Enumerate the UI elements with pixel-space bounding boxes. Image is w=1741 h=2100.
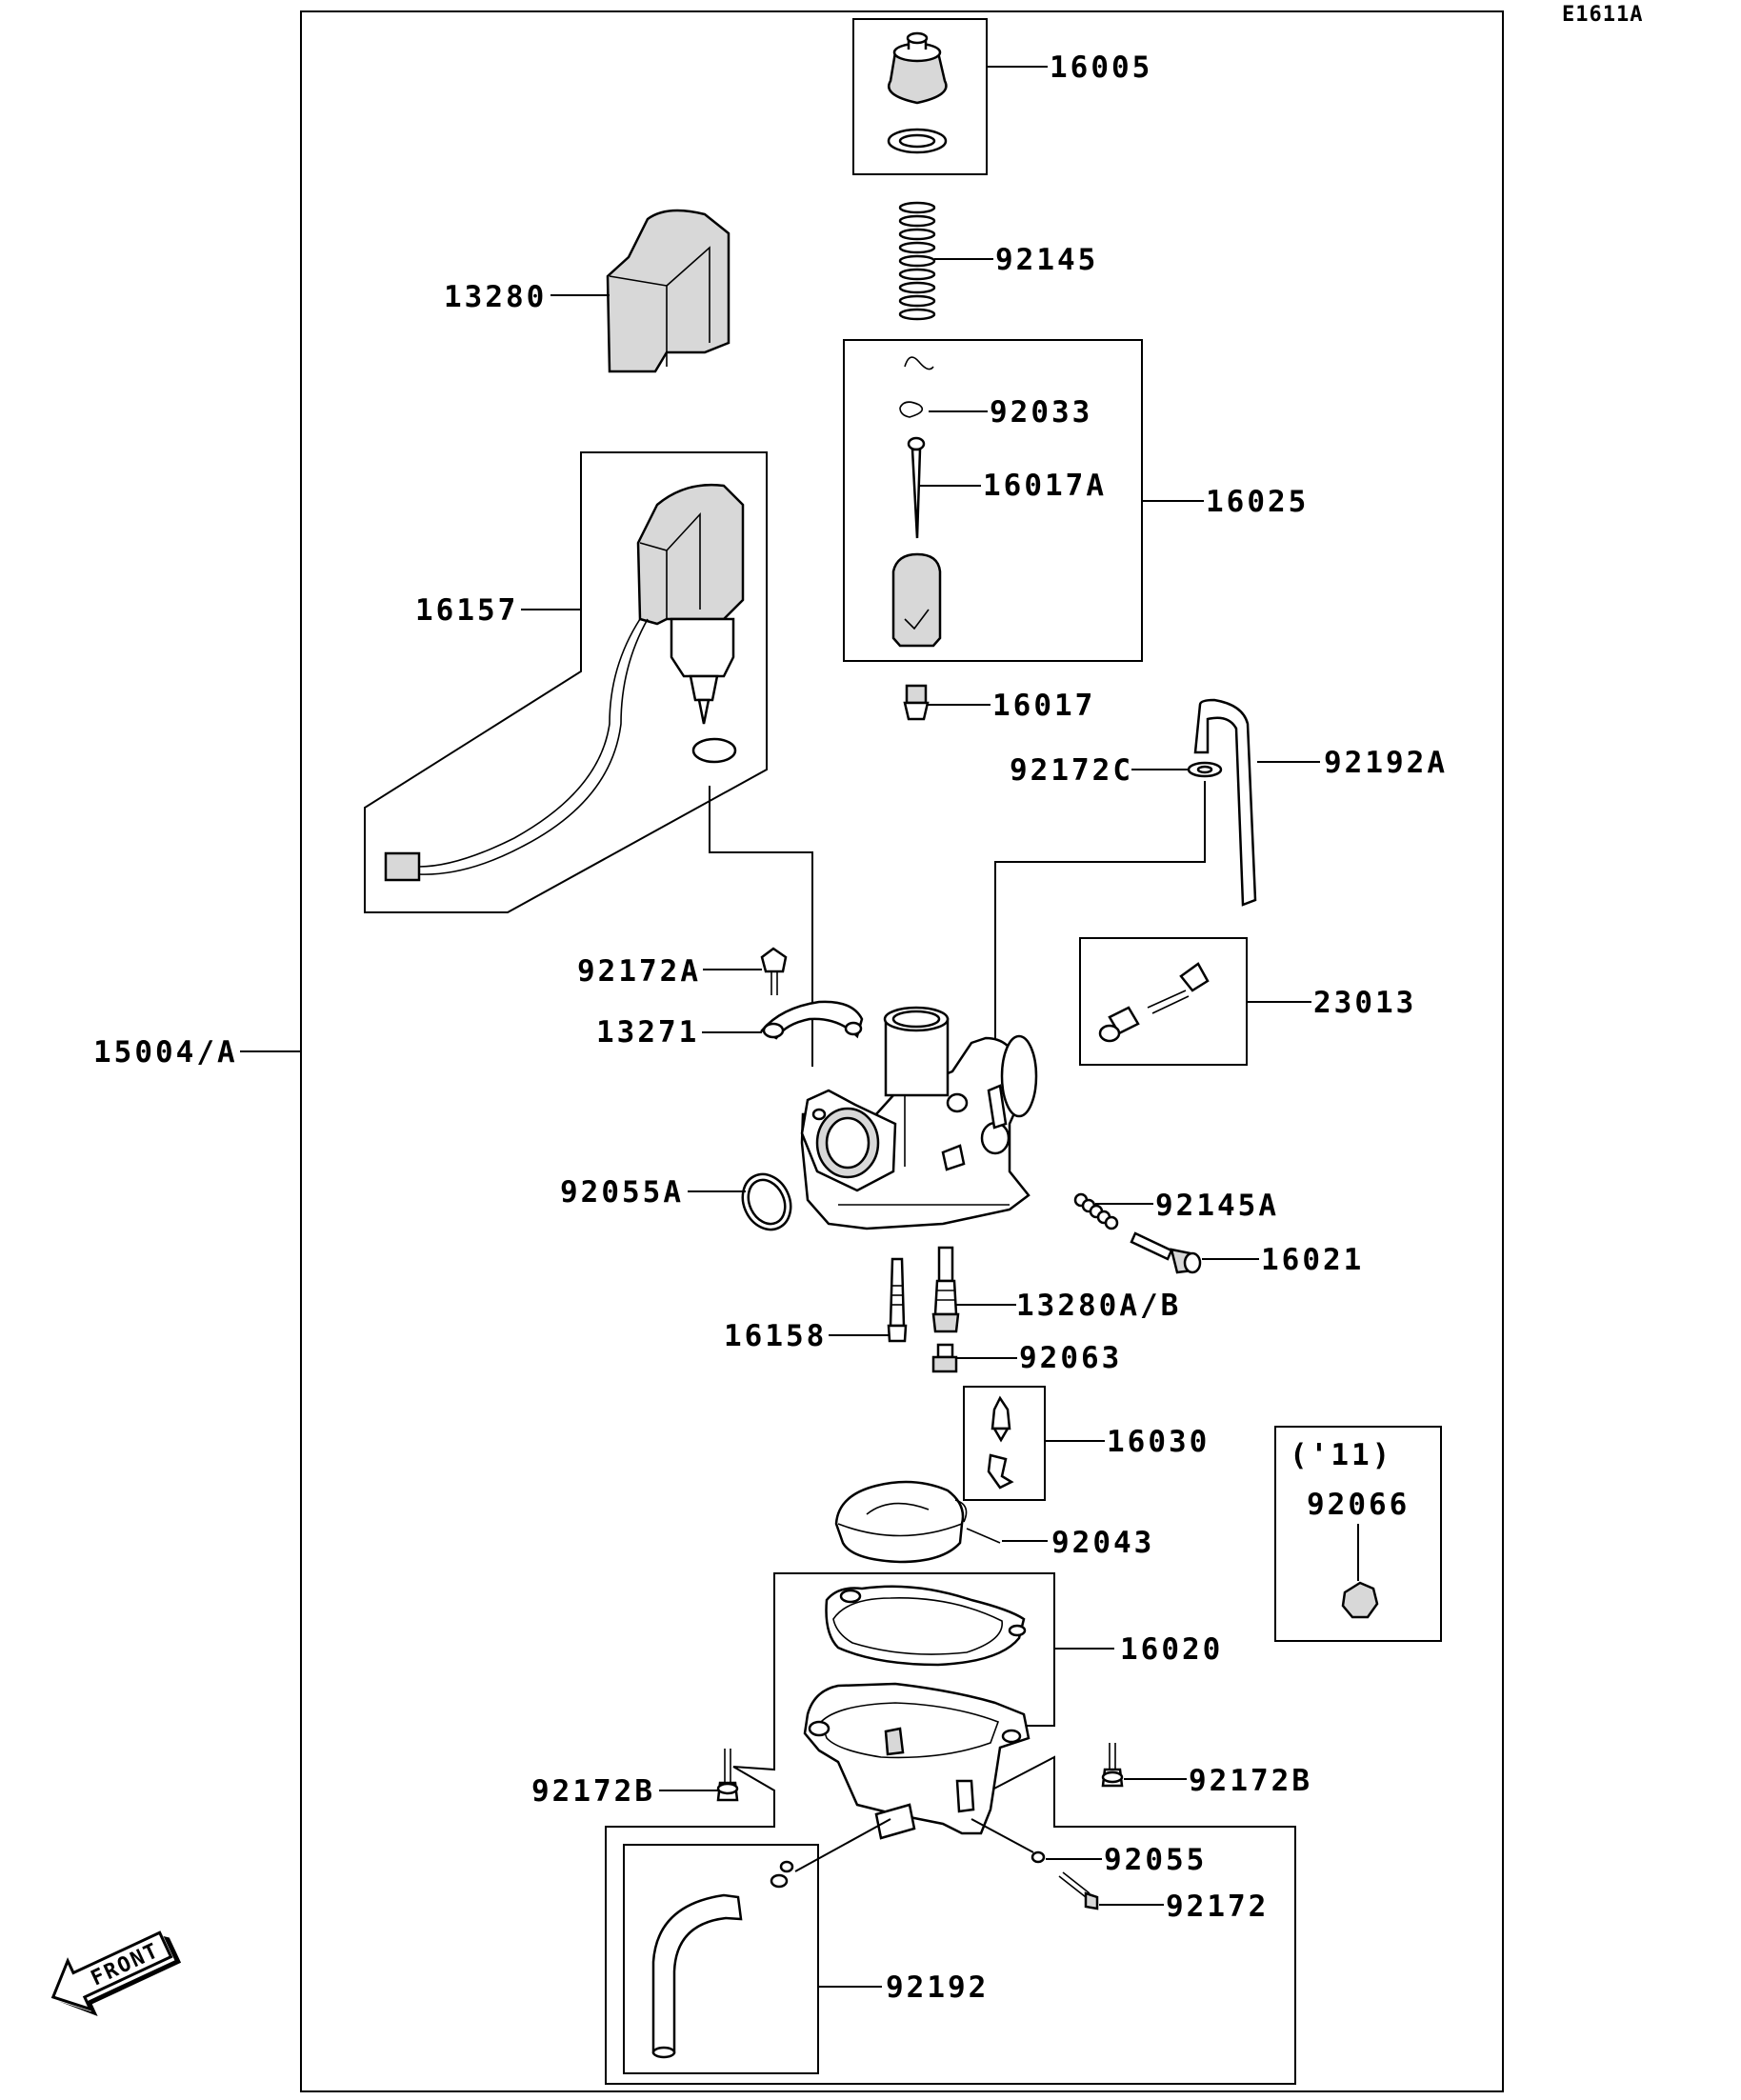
o-ring-92055A-part xyxy=(741,1172,792,1231)
float-92043-part xyxy=(834,1480,1001,1564)
jet-92063-part xyxy=(931,1343,958,1373)
label-92172B-right: 92172B xyxy=(1189,1764,1312,1798)
drain-screw-92172-part xyxy=(1058,1871,1099,1910)
spring-92145-part xyxy=(898,201,936,321)
screw-16021-part xyxy=(1130,1231,1202,1274)
screw-92172B-left-part xyxy=(716,1749,739,1802)
jet-16017-part xyxy=(903,684,930,721)
label-16158: 16158 xyxy=(724,1319,827,1353)
group-box-16005 xyxy=(852,18,988,175)
diagram-code: E1611A xyxy=(1562,3,1643,27)
group-box-16030 xyxy=(963,1386,1046,1501)
label-23013: 23013 xyxy=(1313,986,1416,1020)
label-92145A: 92145A xyxy=(1155,1189,1279,1223)
spring-92145A-part xyxy=(1073,1192,1119,1230)
label-15004A: 15004/A xyxy=(93,1035,238,1070)
group-box-23013 xyxy=(1079,937,1248,1066)
screw-set-23013-part xyxy=(1098,962,1210,1043)
label-13280: 13280 xyxy=(444,280,547,314)
label-92055: 92055 xyxy=(1104,1843,1207,1877)
label-92172A: 92172A xyxy=(577,954,701,989)
front-direction-marker: FRONT xyxy=(50,1930,182,2016)
label-16005: 16005 xyxy=(1050,50,1152,85)
cap-92066-part xyxy=(1341,1581,1379,1619)
label-16017: 16017 xyxy=(992,689,1095,723)
label-92145: 92145 xyxy=(995,243,1098,277)
label-13280AB: 13280A/B xyxy=(1016,1289,1181,1323)
screw-92172B-right-part xyxy=(1101,1743,1124,1788)
boot-13280-part xyxy=(606,209,730,373)
label-16020: 16020 xyxy=(1120,1632,1223,1667)
label-16030: 16030 xyxy=(1107,1425,1210,1459)
label-92192A: 92192A xyxy=(1324,746,1448,780)
label-16017A: 16017A xyxy=(983,469,1107,503)
label-16157: 16157 xyxy=(415,593,518,628)
cap-16005-part xyxy=(887,31,948,154)
model-year-note: ('11) xyxy=(1290,1438,1392,1472)
label-92172C: 92172C xyxy=(1010,753,1133,788)
jet-16158-part xyxy=(887,1257,908,1343)
group-box-92192 xyxy=(623,1844,819,2074)
label-92066: 92066 xyxy=(1307,1488,1410,1522)
front-label: FRONT xyxy=(88,1939,164,1991)
screw-92172A-part xyxy=(760,947,788,995)
float-valve-16030-part xyxy=(987,1395,1014,1490)
needle-slide-16025-part xyxy=(891,356,942,648)
label-92192: 92192 xyxy=(886,1970,989,2005)
label-92172B-left: 92172B xyxy=(531,1774,655,1809)
drain-tube-92192-part xyxy=(651,1860,794,2059)
group-box-92066 xyxy=(1274,1426,1442,1642)
label-92055A: 92055A xyxy=(560,1175,684,1210)
label-16021: 16021 xyxy=(1261,1243,1364,1277)
gasket-16020-part xyxy=(825,1585,1027,1667)
jet-13280AB-part xyxy=(931,1246,960,1333)
label-13271: 13271 xyxy=(596,1015,699,1050)
auto-choke-16157-part xyxy=(384,484,745,882)
bracket-13271-part xyxy=(760,1000,864,1040)
label-92033: 92033 xyxy=(990,395,1092,430)
carburetor-body-part xyxy=(800,1006,1038,1230)
float-bowl-16020-part xyxy=(803,1682,1031,1840)
group-box-16157 xyxy=(364,451,768,913)
label-16025: 16025 xyxy=(1206,485,1309,519)
label-92043: 92043 xyxy=(1051,1526,1154,1560)
label-92172: 92172 xyxy=(1166,1890,1269,1924)
o-ring-92055-part xyxy=(1031,1850,1046,1864)
tube-92192A-part xyxy=(1187,698,1257,907)
label-92063: 92063 xyxy=(1019,1341,1122,1375)
